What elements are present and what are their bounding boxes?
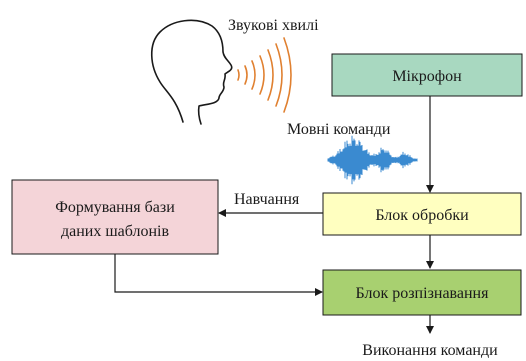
node-processing: Блок обробки: [322, 192, 522, 236]
node-recognition: Блок розпізнавання: [322, 269, 522, 316]
arrow-template-db-to-recognition: [114, 254, 323, 296]
training-label: Навчання: [234, 191, 300, 208]
node-template-db-label-line1: Формування бази: [55, 199, 175, 216]
sound-waves-icon: [237, 37, 292, 113]
head-silhouette-icon: [150, 19, 233, 125]
node-template-db-label-line2: даних шаблонів: [61, 223, 170, 240]
speech-waveform-icon: [327, 135, 418, 185]
node-recognition-label: Блок розпізнавання: [356, 285, 490, 302]
sound-waves-caption: Звукові хвилі: [228, 17, 319, 34]
output-label: Виконання команди: [362, 342, 498, 359]
speech-commands-label: Мовні команди: [287, 121, 391, 138]
node-microphone-label: Мікрофон: [392, 68, 462, 85]
node-microphone: Мікрофон: [331, 53, 523, 97]
node-processing-label: Блок обробки: [375, 207, 469, 224]
node-template-db: Формування бази даних шаблонів: [11, 179, 219, 255]
